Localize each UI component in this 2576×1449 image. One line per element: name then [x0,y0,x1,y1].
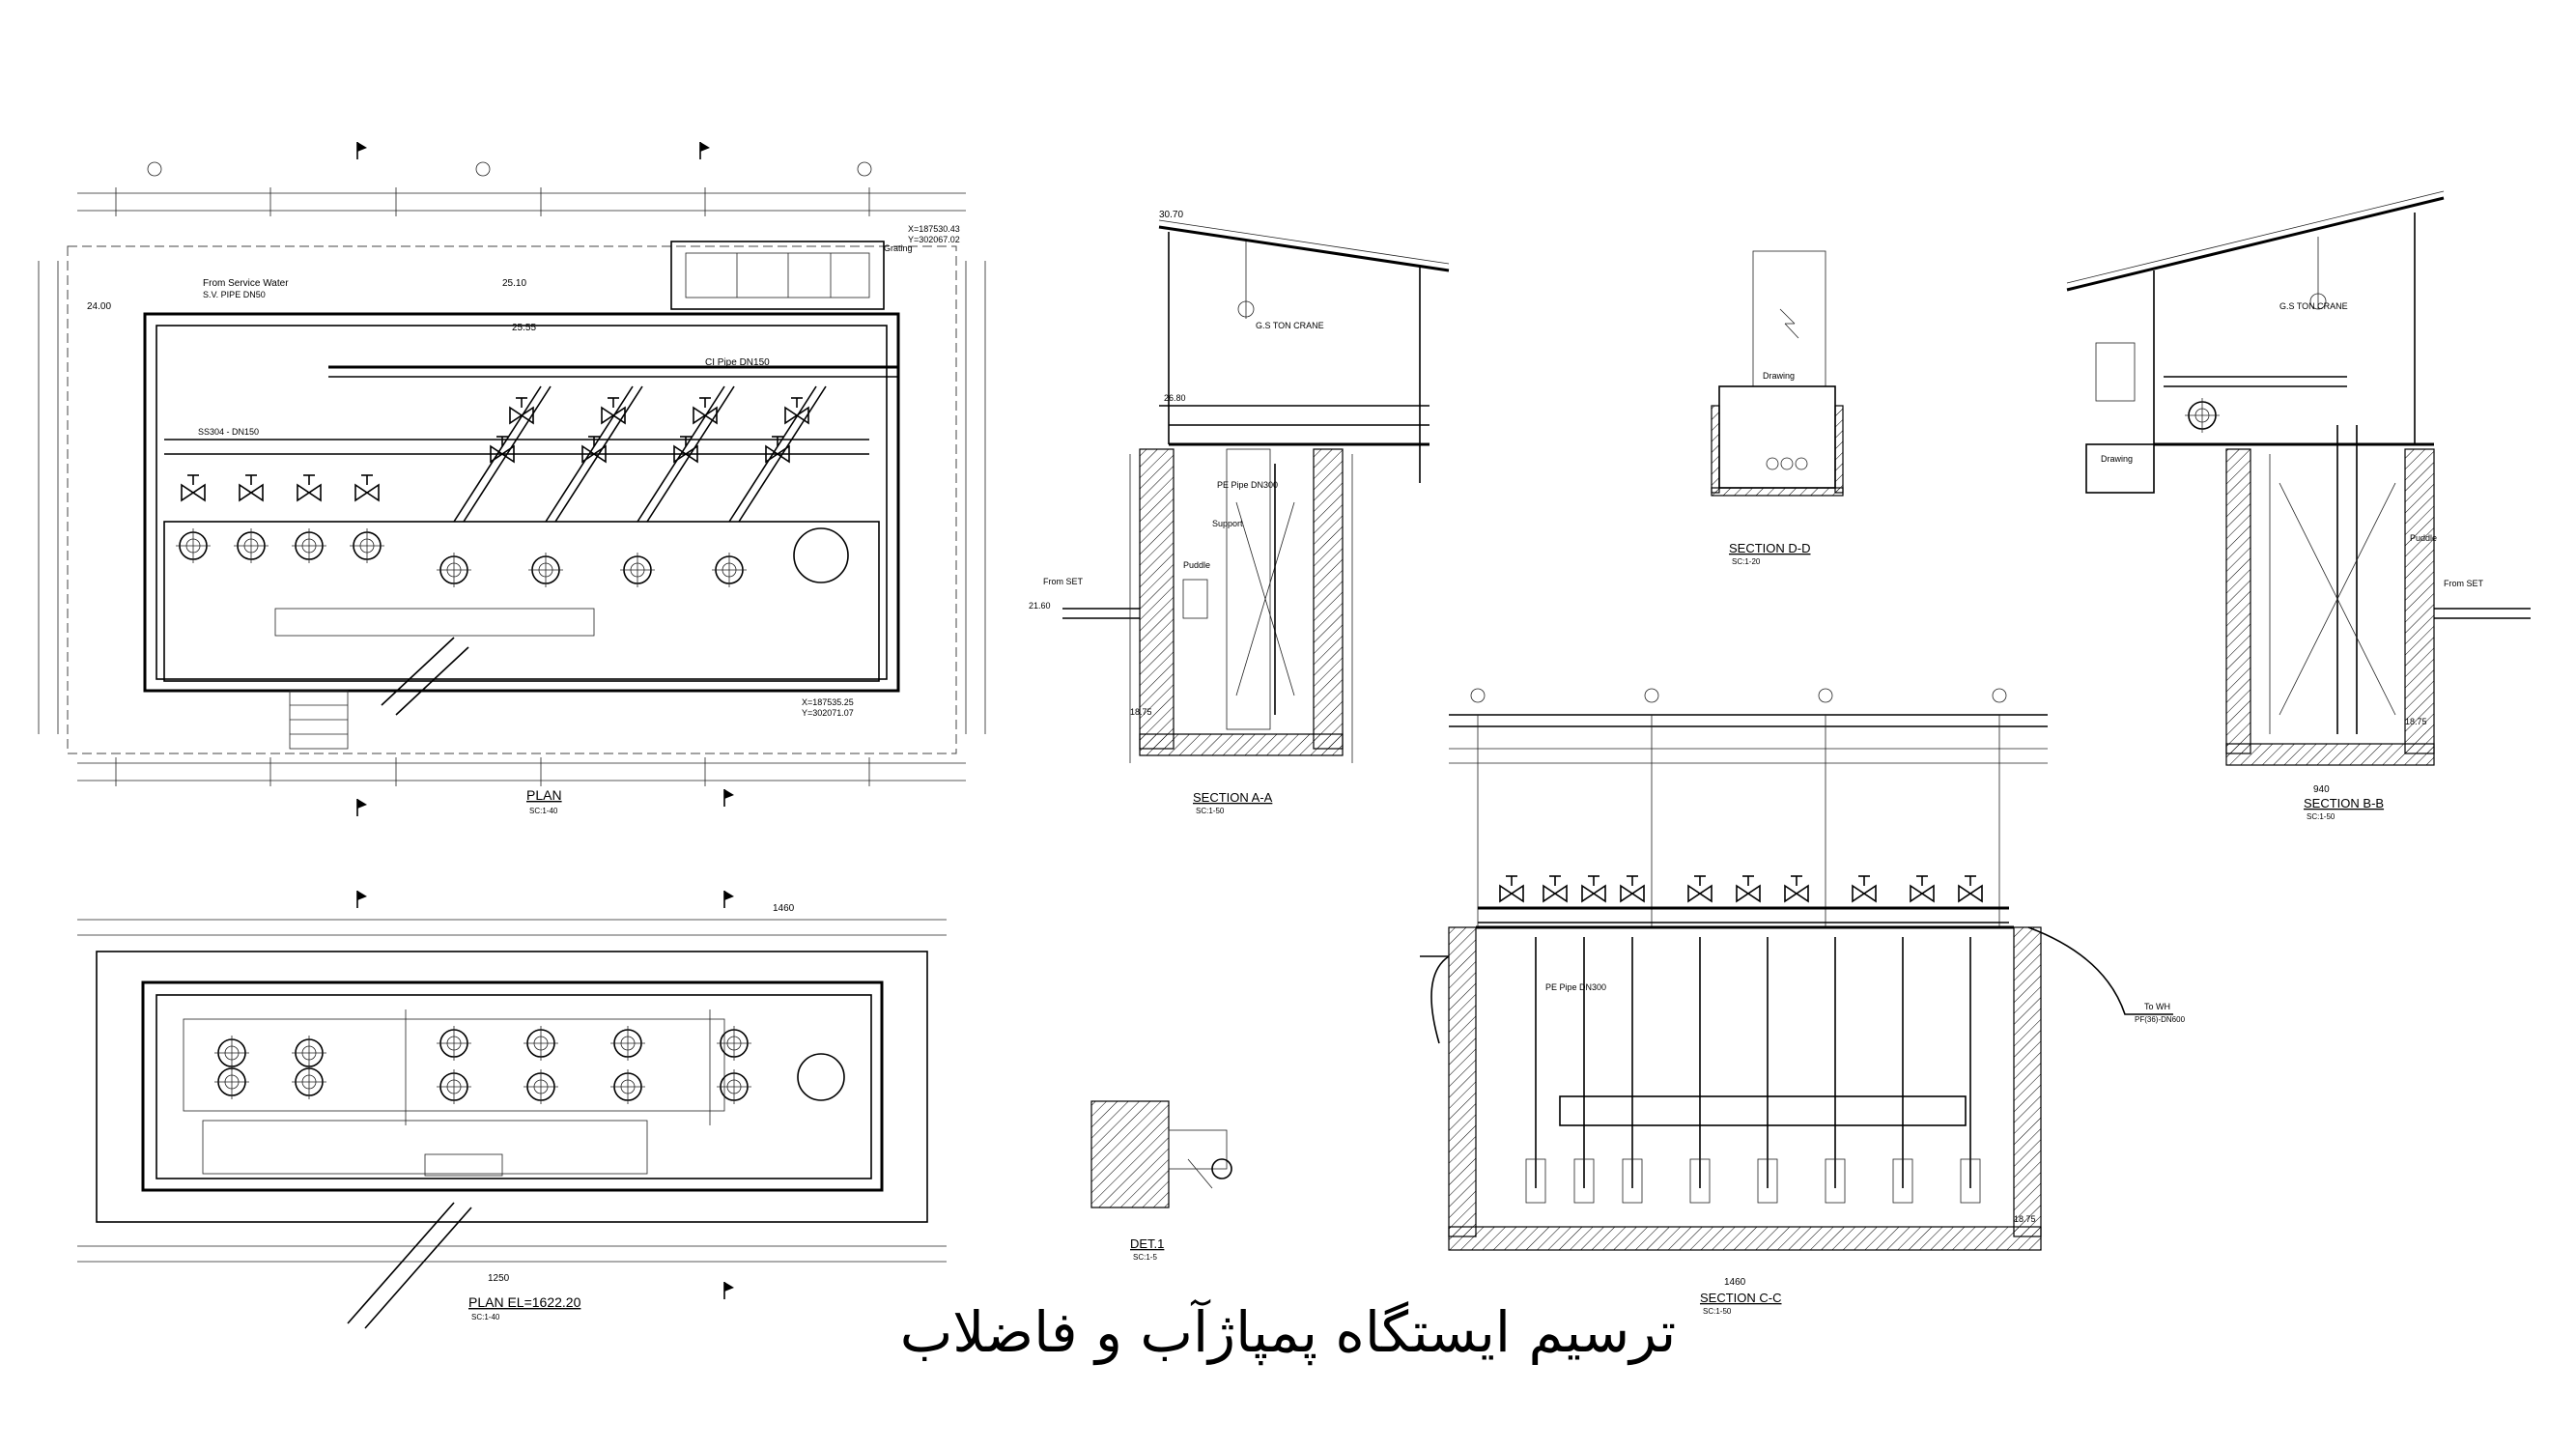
det1-title: DET.1 [1130,1236,1164,1251]
plan-el-view: 1460 1250 PLAN EL=1622.20 SC:1-40 [77,890,947,1329]
coord-4: Y=302071.07 [802,708,854,718]
cc-el-1875: 18.75 [2014,1214,2036,1224]
drawing-main-title: ترسیم ایستگاه پمپاژآب و فاضلاب [899,1299,1677,1365]
bb-puddle: Puddle [2410,533,2437,543]
plan-title: PLAN [526,787,562,803]
plan-level-1: 25.10 [502,278,526,289]
coord-2: Y=302067.02 [908,235,960,244]
aa-el-3070: 30.70 [1159,210,1183,220]
coord-1: X=187530.43 [908,224,960,234]
coord-3: X=187535.25 [802,697,854,707]
manifold-label: SS304 - DN150 [198,427,259,437]
bb-el-1875: 18.75 [2405,717,2427,726]
plan-scale: SC:1-40 [529,807,558,815]
bb-dim: 940 [2313,784,2330,795]
section-cc-scale: SC:1-50 [1703,1307,1732,1316]
section-bb-scale: SC:1-50 [2307,812,2335,821]
bb-drawing: Drawing [2101,454,2133,464]
plan-level-3: 25.55 [512,323,536,333]
service-pipe-label: S.V. PIPE DN50 [203,290,266,299]
det1-view: DET.1 SC:1-5 [1090,1100,1232,1262]
cc-pipe-dn600: PF(36)-DN600 [2135,1015,2186,1024]
aa-pe-pipe: PE Pipe DN300 [1217,480,1278,490]
aa-el-2680: 26.80 [1164,393,1186,403]
section-dd-scale: SC:1-20 [1732,557,1761,566]
plan-el-dim-bottom: 1250 [488,1273,510,1284]
det1-scale: SC:1-5 [1133,1253,1157,1262]
section-dd-title: SECTION D-D [1729,541,1811,555]
from-service-label: From Service Water [203,278,289,289]
plan-el-scale: SC:1-40 [471,1313,500,1321]
bb-from-set: From SET [2444,579,2484,588]
aa-crane: G.S TON CRANE [1256,321,1324,330]
dd-drawing: Drawing [1763,371,1795,381]
cc-dim: 1460 [1724,1277,1746,1288]
section-cc-view: To WH PF(36)-DN600 PE Pipe DN300 18.75 1… [1420,688,2186,1316]
section-aa-title: SECTION A-A [1193,790,1273,805]
section-bb-title: SECTION B-B [2304,796,2384,810]
section-bb-view: From SET Puddle 18.75 G.S TON CRANE Draw… [2066,190,2531,821]
aa-support: Support [1212,519,1243,528]
cc-pe-pipe: PE Pipe DN300 [1545,982,1606,992]
grating-label: Grating [884,243,913,253]
section-cc-title: SECTION C-C [1700,1291,1782,1305]
aa-puddle: Puddle [1183,560,1210,570]
ci-pipe-label: CI Pipe DN150 [705,357,770,368]
plan-el-dim: 1460 [773,903,795,914]
section-dd-view: Drawing SECTION D-D SC:1-20 [1711,250,1844,566]
section-aa-scale: SC:1-50 [1196,807,1225,815]
plan-view: From Service Water S.V. PIPE DN50 CI Pip… [38,141,986,817]
section-aa-view: 30.70 G.S TON CRANE PE Pipe DN300 Suppor… [1029,210,1450,815]
bb-crane: G.S TON CRANE [2279,301,2348,311]
plan-el-title: PLAN EL=1622.20 [468,1294,581,1310]
aa-from-set: From SET [1043,577,1084,586]
aa-el-1875: 18.75 [1130,707,1152,717]
plan-level-2: 24.00 [87,301,111,312]
cc-to-wh: To WH [2144,1002,2170,1011]
aa-el-2160: 21.60 [1029,601,1051,611]
